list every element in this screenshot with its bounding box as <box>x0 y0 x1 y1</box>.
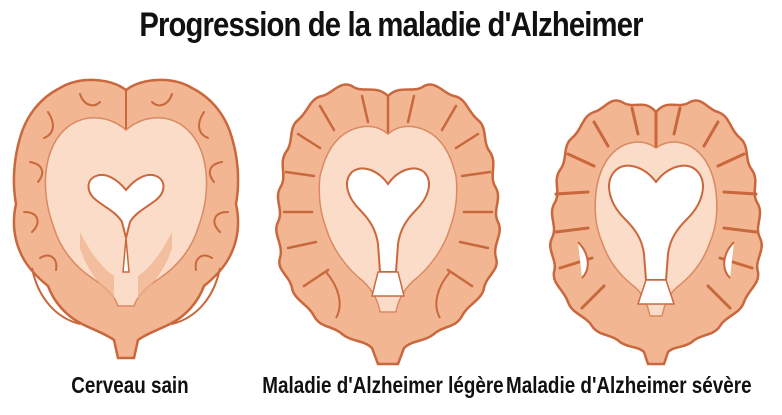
mild-alzheimer-coronal-section <box>268 72 508 372</box>
severe-alzheimer-brain-illustration <box>538 72 774 372</box>
healthy-brain-coronal-section <box>10 72 242 372</box>
healthy-brain-illustration <box>10 72 242 372</box>
caption-mild-alzheimer: Maladie d'Alzheimer légère <box>256 372 510 399</box>
severe-alzheimer-coronal-section <box>538 72 774 372</box>
caption-healthy-brain: Cerveau sain <box>40 372 220 399</box>
caption-severe-alzheimer: Maladie d'Alzheimer sévère <box>506 372 744 399</box>
mild-alzheimer-brain-illustration <box>268 72 508 372</box>
diagram-title: Progression de la maladie d'Alzheimer <box>55 6 728 45</box>
